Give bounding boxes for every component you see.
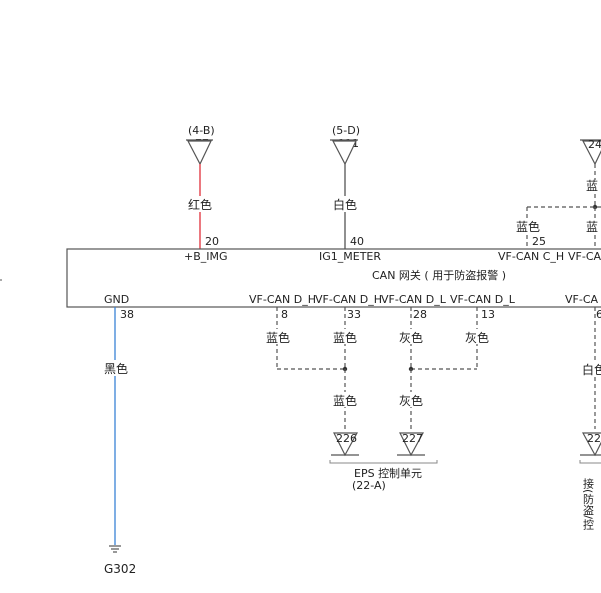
label-mask [397, 329, 427, 344]
wire-color-blue-25: 蓝色 [516, 220, 540, 234]
connector-pin-22: 22 [587, 432, 601, 445]
label-mask [264, 329, 294, 344]
eps-name: EPS 控制单元 [354, 466, 422, 480]
right-bracket [579, 460, 601, 464]
pin-name-vf-can-d-h-33: VF-CAN D_H [315, 293, 382, 306]
pin-num-8: 8 [281, 308, 288, 321]
pin-num-13: 13 [481, 308, 495, 321]
wire-color-blue-8: 蓝色 [266, 331, 290, 345]
label-mask [331, 392, 361, 407]
label-mask [580, 361, 601, 376]
pin-num-6: 6 [596, 308, 601, 321]
can-d-wires: 蓝色 蓝色 灰色 灰色 蓝色 灰色 [264, 307, 493, 429]
connector-4b-group: (4-B) 77 红色 [186, 124, 216, 249]
connector-pin-227: 227 [402, 432, 423, 445]
connector-227-triangle [399, 432, 425, 457]
pin-num-20: 20 [205, 235, 219, 248]
wire-color-red: 红色 [188, 197, 212, 212]
pin-num-40: 40 [350, 235, 364, 248]
connector-5d-group: (5-D) 111 白色 [330, 124, 361, 249]
label-mask [331, 196, 361, 212]
connector-ref-4b: (4-B) [188, 124, 215, 137]
connector-226-group: 226 [331, 432, 359, 457]
ground-label: G302 [104, 562, 136, 576]
can-gateway-module [66, 248, 601, 308]
pin-num-28: 28 [413, 308, 427, 321]
eps-bracket [329, 460, 438, 464]
wire-color-blue-33: 蓝色 [333, 331, 357, 345]
connector-ref-5d: (5-D) [332, 124, 360, 137]
wire-color-gray-28: 灰色 [399, 331, 423, 345]
eps-ref: (22-A) [352, 479, 386, 492]
pin-name-vf-can-d-l-13: VF-CAN D_L [450, 293, 516, 306]
pin-name-gnd: GND [104, 293, 129, 306]
pin-num-33: 33 [347, 308, 361, 321]
connector-227-group: 227 [397, 432, 425, 457]
right-partial-group: 白色 22 接(防盗/控 [579, 307, 601, 530]
connector-pin-24: 24 [588, 138, 601, 151]
right-partial-label: 接(防盗/控 [582, 478, 595, 530]
wire-color-partial-blue-top: 蓝 [586, 179, 598, 193]
pin-name-b-img: +B_IMG [184, 250, 228, 263]
connector-pin-226: 226 [336, 432, 357, 445]
wire-color-partial-blue-right: 蓝 [586, 220, 598, 234]
wire-color-partial-white: 白色 [582, 362, 601, 377]
pin-num-25: 25 [532, 235, 546, 248]
label-mask [102, 360, 132, 376]
label-mask [331, 329, 361, 344]
module-name: CAN 网关 ( 用于防盗报警 ) [372, 268, 506, 282]
pin-name-ig1-meter: IG1_METER [319, 250, 381, 263]
ground-group: 黑色 G302 [102, 307, 136, 576]
pin-name-vf-can-d-l-28: VF-CAN D_L [381, 293, 447, 306]
pin-name-vf-can-c-h: VF-CAN C_H [498, 250, 564, 263]
connector-5d-triangle [332, 140, 357, 166]
pin-name-vf-can-d-h-8: VF-CAN D_H [249, 293, 316, 306]
connector-226-triangle [333, 432, 359, 457]
pin-name-vf-ca-top: VF-CA [568, 250, 601, 263]
label-mask [397, 392, 427, 407]
wire-color-blue-226: 蓝色 [333, 394, 357, 408]
label-mask [186, 196, 216, 212]
wire-color-white: 白色 [333, 197, 357, 212]
connector-4b-triangle [187, 140, 212, 166]
pin-name-vf-ca-bottom: VF-CA [565, 293, 599, 306]
label-mask [514, 218, 544, 233]
label-mask [584, 218, 601, 233]
label-mask [463, 329, 493, 344]
wire-color-gray-13: 灰色 [465, 331, 489, 345]
pin-num-38: 38 [120, 308, 134, 321]
wire-color-gray-227: 灰色 [399, 394, 423, 408]
wire-color-black: 黑色 [104, 362, 128, 376]
connector-24-group: 24 蓝 蓝色 蓝 [514, 138, 601, 249]
